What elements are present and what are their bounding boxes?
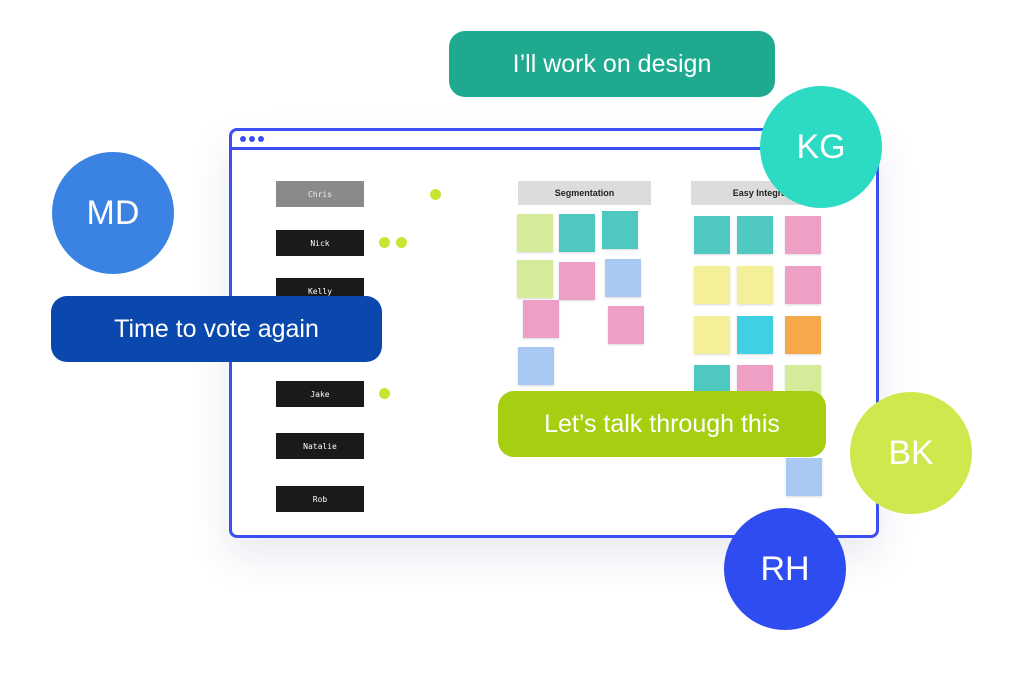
window-dot-icon[interactable] bbox=[240, 136, 246, 142]
vote-dot[interactable] bbox=[396, 237, 407, 248]
sticky-note[interactable] bbox=[737, 216, 773, 254]
vote-dot[interactable] bbox=[379, 388, 390, 399]
sticky-note[interactable] bbox=[785, 216, 821, 254]
sticky-note[interactable] bbox=[786, 458, 822, 496]
participant-tag-nick[interactable]: Nick bbox=[276, 230, 364, 256]
sticky-note[interactable] bbox=[518, 347, 554, 385]
window-titlebar bbox=[232, 131, 876, 150]
sticky-note[interactable] bbox=[559, 214, 595, 252]
sticky-note[interactable] bbox=[517, 260, 553, 298]
vote-dot[interactable] bbox=[430, 189, 441, 200]
chat-bubble-talk: Let’s talk through this bbox=[498, 391, 826, 457]
sticky-note[interactable] bbox=[605, 259, 641, 297]
sticky-note[interactable] bbox=[517, 214, 553, 252]
chat-bubble-design: I’ll work on design bbox=[449, 31, 775, 97]
sticky-note[interactable] bbox=[694, 316, 730, 354]
chat-bubble-vote: Time to vote again bbox=[51, 296, 382, 362]
sticky-note[interactable] bbox=[694, 266, 730, 304]
participant-tag-natalie[interactable]: Natalie bbox=[276, 433, 364, 459]
participant-tag-chris[interactable]: Chris bbox=[276, 181, 364, 207]
avatar-bk: BK bbox=[850, 392, 972, 514]
vote-dot[interactable] bbox=[379, 237, 390, 248]
avatar-md: MD bbox=[52, 152, 174, 274]
column-header-segmentation[interactable]: Segmentation bbox=[518, 181, 651, 205]
sticky-note[interactable] bbox=[785, 316, 821, 354]
sticky-note[interactable] bbox=[737, 266, 773, 304]
participant-tag-jake[interactable]: Jake bbox=[276, 381, 364, 407]
window-dot-icon[interactable] bbox=[249, 136, 255, 142]
participant-tag-rob[interactable]: Rob bbox=[276, 486, 364, 512]
sticky-note[interactable] bbox=[785, 266, 821, 304]
sticky-note[interactable] bbox=[559, 262, 595, 300]
sticky-note[interactable] bbox=[737, 316, 773, 354]
sticky-note[interactable] bbox=[602, 211, 638, 249]
window-dot-icon[interactable] bbox=[258, 136, 264, 142]
avatar-rh: RH bbox=[724, 508, 846, 630]
avatar-kg: KG bbox=[760, 86, 882, 208]
sticky-note[interactable] bbox=[608, 306, 644, 344]
sticky-note[interactable] bbox=[523, 300, 559, 338]
sticky-note[interactable] bbox=[694, 216, 730, 254]
